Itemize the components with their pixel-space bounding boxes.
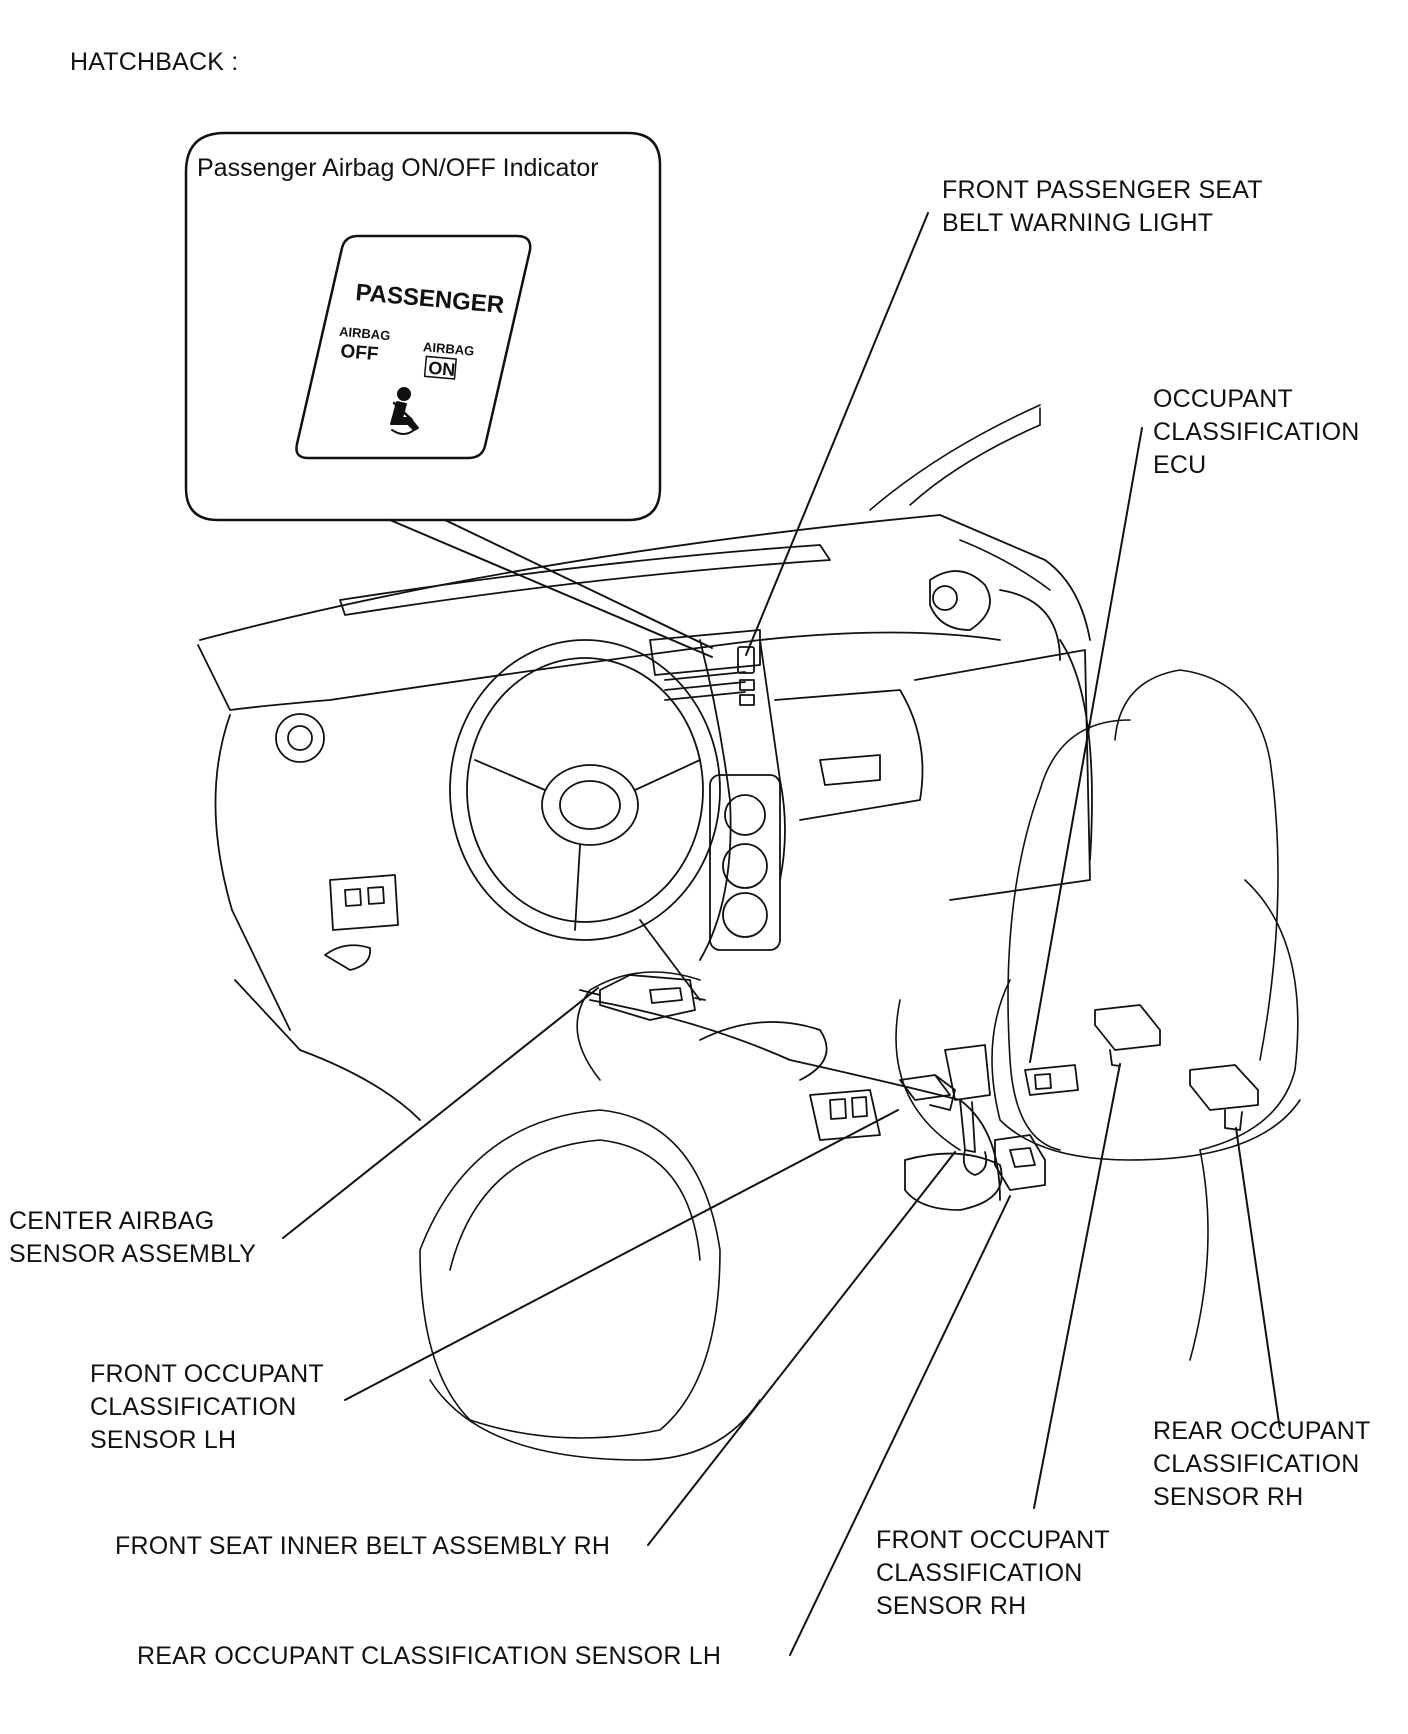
label-line: REAR OCCUPANT — [1153, 1417, 1371, 1445]
label-line: SENSOR LH — [90, 1426, 237, 1454]
label-line: BELT WARNING LIGHT — [942, 209, 1214, 237]
steering-wheel — [449, 639, 721, 1001]
rear-occupant-classification-sensor-rh — [1189, 1064, 1259, 1131]
front-passenger-seat-belt-warning-light — [737, 646, 755, 706]
indicator-panel — [295, 234, 532, 460]
indicator-off-top: AIRBAG — [339, 324, 391, 343]
label-front-seat-inner-belt-assembly-rh: FRONT SEAT INNER BELT ASSEMBLY RH — [115, 1530, 610, 1563]
center-airbag-sensor-assembly — [579, 974, 706, 1021]
label-rear-occupant-classification-sensor-lh: REAR OCCUPANT CLASSIFICATION SENSOR LH — [137, 1640, 721, 1673]
label-line: FRONT PASSENGER SEAT — [942, 176, 1263, 204]
pillars — [869, 404, 1051, 591]
inset-title: Passenger Airbag ON/OFF Indicator — [197, 154, 599, 182]
label-line: CLASSIFICATION — [90, 1393, 297, 1421]
occupant-classification-ecu — [1024, 1064, 1079, 1096]
front-seat-inner-belt-assembly-rh — [944, 1044, 991, 1176]
label-line: FRONT SEAT INNER BELT ASSEMBLY RH — [115, 1532, 611, 1560]
label-line: OCCUPANT — [1153, 385, 1294, 413]
dashboard — [197, 514, 1093, 1121]
indicator-on-label: ON — [428, 358, 457, 380]
indicator-passenger-heading: PASSENGER — [354, 279, 505, 319]
label-line: CLASSIFICATION — [1153, 418, 1360, 446]
front-occupant-classification-sensor-lh — [899, 1074, 956, 1111]
label-front-occupant-classification-sensor-rh: FRONT OCCUPANT CLASSIFICATION SENSOR RH — [876, 1524, 1110, 1623]
label-line: FRONT OCCUPANT — [90, 1360, 324, 1388]
label-line: SENSOR RH — [876, 1592, 1027, 1620]
seatbelt-icon — [390, 387, 419, 435]
label-line: SENSOR ASSEMBLY — [9, 1240, 257, 1268]
front-occupant-classification-sensor-rh — [1094, 1004, 1161, 1067]
label-rear-occupant-classification-sensor-rh: REAR OCCUPANT CLASSIFICATION SENSOR RH — [1153, 1415, 1370, 1514]
label-occupant-classification-ecu: OCCUPANT CLASSIFICATION ECU — [1153, 383, 1360, 482]
passenger-seat — [895, 669, 1301, 1361]
label-center-airbag-sensor-assembly: CENTER AIRBAG SENSOR ASSEMBLY — [9, 1205, 256, 1271]
label-line: CENTER AIRBAG — [9, 1207, 215, 1235]
driver-seat — [419, 971, 761, 1461]
rear-occupant-classification-sensor-lh — [994, 1134, 1046, 1191]
label-line: CLASSIFICATION — [1153, 1450, 1360, 1478]
diagram-title: HATCHBACK : — [70, 48, 239, 76]
center-console — [589, 999, 1003, 1211]
leader-lines — [282, 212, 1281, 1656]
label-front-passenger-seat-belt-warning-light: FRONT PASSENGER SEAT BELT WARNING LIGHT — [942, 174, 1263, 240]
label-line: FRONT OCCUPANT — [876, 1526, 1110, 1554]
label-line: ECU — [1153, 451, 1207, 479]
label-front-occupant-classification-sensor-lh: FRONT OCCUPANT CLASSIFICATION SENSOR LH — [90, 1358, 324, 1457]
indicator-on-top: AIRBAG — [423, 339, 475, 358]
label-line: SENSOR RH — [1153, 1483, 1304, 1511]
indicator-off-label: OFF — [340, 341, 380, 365]
label-line: REAR OCCUPANT CLASSIFICATION SENSOR LH — [137, 1642, 722, 1670]
label-line: CLASSIFICATION — [876, 1559, 1083, 1587]
indicator-panel-text: PASSENGER AIRBAG OFF AIRBAG ON — [339, 279, 506, 380]
indicator-inset — [184, 131, 713, 658]
